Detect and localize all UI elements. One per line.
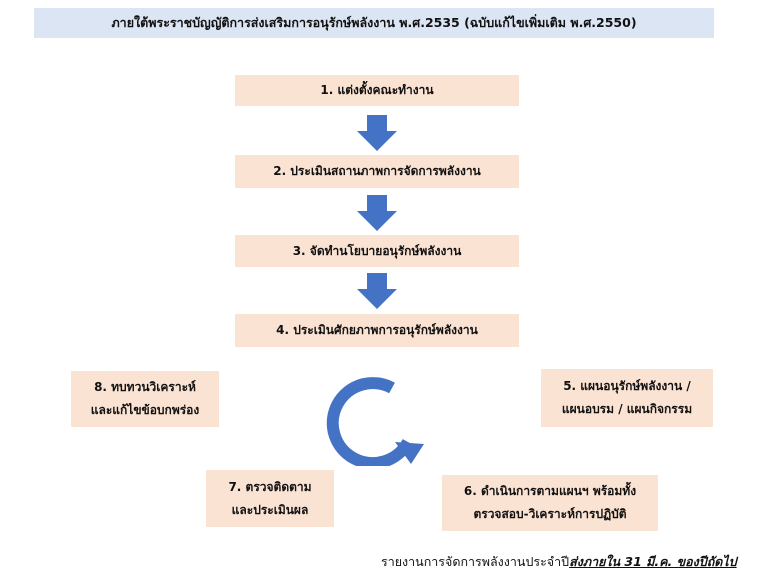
step-8-line-1: 8. ทบทวนวิเคราะห์ — [94, 380, 196, 395]
step-7-line-2: และประเมินผล — [231, 502, 309, 517]
step-7-line-1: 7. ตรวจติดตาม — [228, 479, 312, 494]
step-7-box: 7. ตรวจติดตาม และประเมินผล — [206, 470, 334, 527]
step-3-line-1: 3. จัดทำนโยบายอนุรักษ์พลังงาน — [292, 243, 462, 258]
step-2-line-1: 2. ประเมินสถานภาพการจัดการพลังงาน — [273, 164, 481, 179]
page-title-text: ภายใต้พระราชบัญญัติการส่งเสริมการอนุรักษ… — [111, 15, 637, 30]
step-4-line-1: 4. ประเมินศักยภาพการอนุรักษ์พลังงาน — [276, 323, 478, 338]
step-6-line-2: ตรวจสอบ-วิเคราะห์การปฏิบัติ — [473, 507, 627, 521]
step-1-box: 1. แต่งตั้งคณะทำงาน — [235, 75, 519, 106]
footer-note: รายงานการจัดการพลังงานประจำปี ส่งภายใน 3… — [381, 550, 768, 574]
footer-text: รายงานการจัดการพลังงานประจำปี — [381, 554, 570, 569]
cycle-arrow-icon — [326, 377, 424, 466]
step-6-line-1: 6. ดำเนินการตามแผนฯ พร้อมทั้ง — [463, 484, 637, 499]
step-1-line-1: 1. แต่งตั้งคณะทำงาน — [320, 83, 434, 98]
step-4-box: 4. ประเมินศักยภาพการอนุรักษ์พลังงาน — [235, 314, 519, 347]
step-5-box: 5. แผนอนุรักษ์พลังงาน / แผนอบรม / แผนกิจ… — [541, 369, 713, 427]
step-8-line-2: และแก้ไขข้อบกพร่อง — [90, 403, 200, 417]
step-5-line-2: แผนอบรม / แผนกิจกรรม — [561, 402, 693, 416]
step-5-line-1: 5. แผนอนุรักษ์พลังงาน / — [563, 379, 691, 394]
page-title: ภายใต้พระราชบัญญัติการส่งเสริมการอนุรักษ… — [34, 8, 714, 38]
step-6-box: 6. ดำเนินการตามแผนฯ พร้อมทั้ง ตรวจสอบ-วิ… — [442, 475, 658, 531]
step-3-box: 3. จัดทำนโยบายอนุรักษ์พลังงาน — [235, 235, 519, 267]
down-arrow-icon — [357, 195, 397, 231]
footer-deadline: ส่งภายใน 31 มี.ค. ของปีถัดไป — [569, 554, 737, 569]
down-arrow-icon — [357, 273, 397, 309]
step-8-box: 8. ทบทวนวิเคราะห์ และแก้ไขข้อบกพร่อง — [71, 371, 219, 427]
down-arrow-icon — [357, 115, 397, 151]
step-2-box: 2. ประเมินสถานภาพการจัดการพลังงาน — [235, 155, 519, 188]
